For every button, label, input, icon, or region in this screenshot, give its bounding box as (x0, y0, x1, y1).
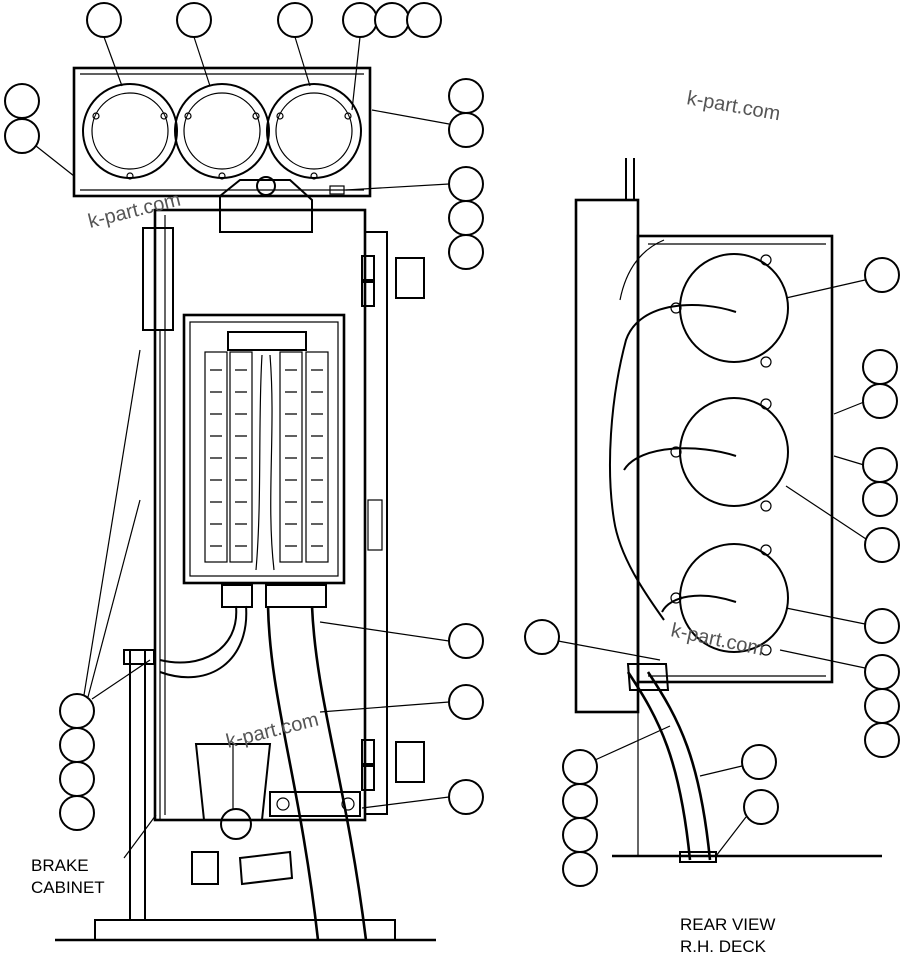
callout-bubble[interactable] (562, 817, 598, 853)
callout-bubble[interactable] (59, 727, 95, 763)
callout-bubbles (4, 2, 900, 887)
callout-bubble[interactable] (86, 2, 122, 38)
callout-bubble[interactable] (524, 619, 560, 655)
callout-bubble[interactable] (864, 722, 900, 758)
callout-bubble[interactable] (374, 2, 410, 38)
mount-bracket (219, 179, 313, 233)
rear-cable (626, 671, 692, 861)
callout-bubble[interactable] (448, 166, 484, 202)
callout-bubble[interactable] (59, 795, 95, 831)
callout-bubble[interactable] (448, 78, 484, 114)
rear-lamp-top (670, 253, 789, 368)
leader-lines (35, 36, 867, 857)
callout-bubble[interactable] (448, 234, 484, 270)
callout-bubble[interactable] (862, 447, 898, 483)
callout-bubble[interactable] (862, 481, 898, 517)
lamp-center (174, 83, 270, 180)
callout-bubble[interactable] (741, 744, 777, 780)
main-cable (266, 605, 320, 941)
callout-bubble[interactable] (864, 608, 900, 644)
callout-bubble[interactable] (448, 779, 484, 815)
watermark: k-part.com (669, 619, 766, 660)
callout-bubble[interactable] (448, 200, 484, 236)
callout-bubble[interactable] (562, 851, 598, 887)
callout-bubble[interactable] (342, 2, 378, 38)
callout-bubble[interactable] (4, 83, 40, 119)
callout-bubble[interactable] (448, 684, 484, 720)
rear-housing (636, 234, 834, 684)
callout-bubble[interactable] (743, 789, 779, 825)
rear-view (574, 158, 882, 863)
rear-view-label-line1: REAR VIEW (680, 915, 775, 934)
callout-bubble[interactable] (864, 527, 900, 563)
brake-cabinet-label-line2: CABINET (31, 878, 105, 897)
brake-cabinet-label-line1: BRAKE (31, 856, 89, 875)
callout-bubble[interactable] (862, 349, 898, 385)
rear-mount-plate (574, 198, 640, 714)
callout-bubble[interactable] (406, 2, 442, 38)
left-view (55, 66, 436, 942)
lamp-right (266, 83, 362, 180)
callout-bubble[interactable] (864, 654, 900, 690)
light-housing (72, 66, 372, 198)
callout-bubble[interactable] (176, 2, 212, 38)
watermark: k-part.com (685, 87, 782, 125)
callout-bubble[interactable] (862, 383, 898, 419)
callout-bubble[interactable] (864, 257, 900, 293)
lamp-left (82, 83, 178, 180)
watermark: k-part.com (224, 709, 321, 753)
callout-bubble[interactable] (59, 693, 95, 729)
clamp (269, 791, 361, 817)
terminal-panel (182, 313, 346, 585)
callout-bubble[interactable] (448, 623, 484, 659)
rear-view-label-line2: R.H. DECK (680, 937, 767, 954)
callout-bubble[interactable] (562, 749, 598, 785)
callout-bubble[interactable] (4, 118, 40, 154)
callout-bubble[interactable] (448, 112, 484, 148)
terminal-strips (204, 351, 329, 571)
callout-bubble[interactable] (562, 783, 598, 819)
callout-bubble[interactable] (59, 761, 95, 797)
rear-lamp-middle (670, 397, 789, 512)
callout-bubble[interactable] (277, 2, 313, 38)
callout-bubble[interactable] (864, 688, 900, 724)
